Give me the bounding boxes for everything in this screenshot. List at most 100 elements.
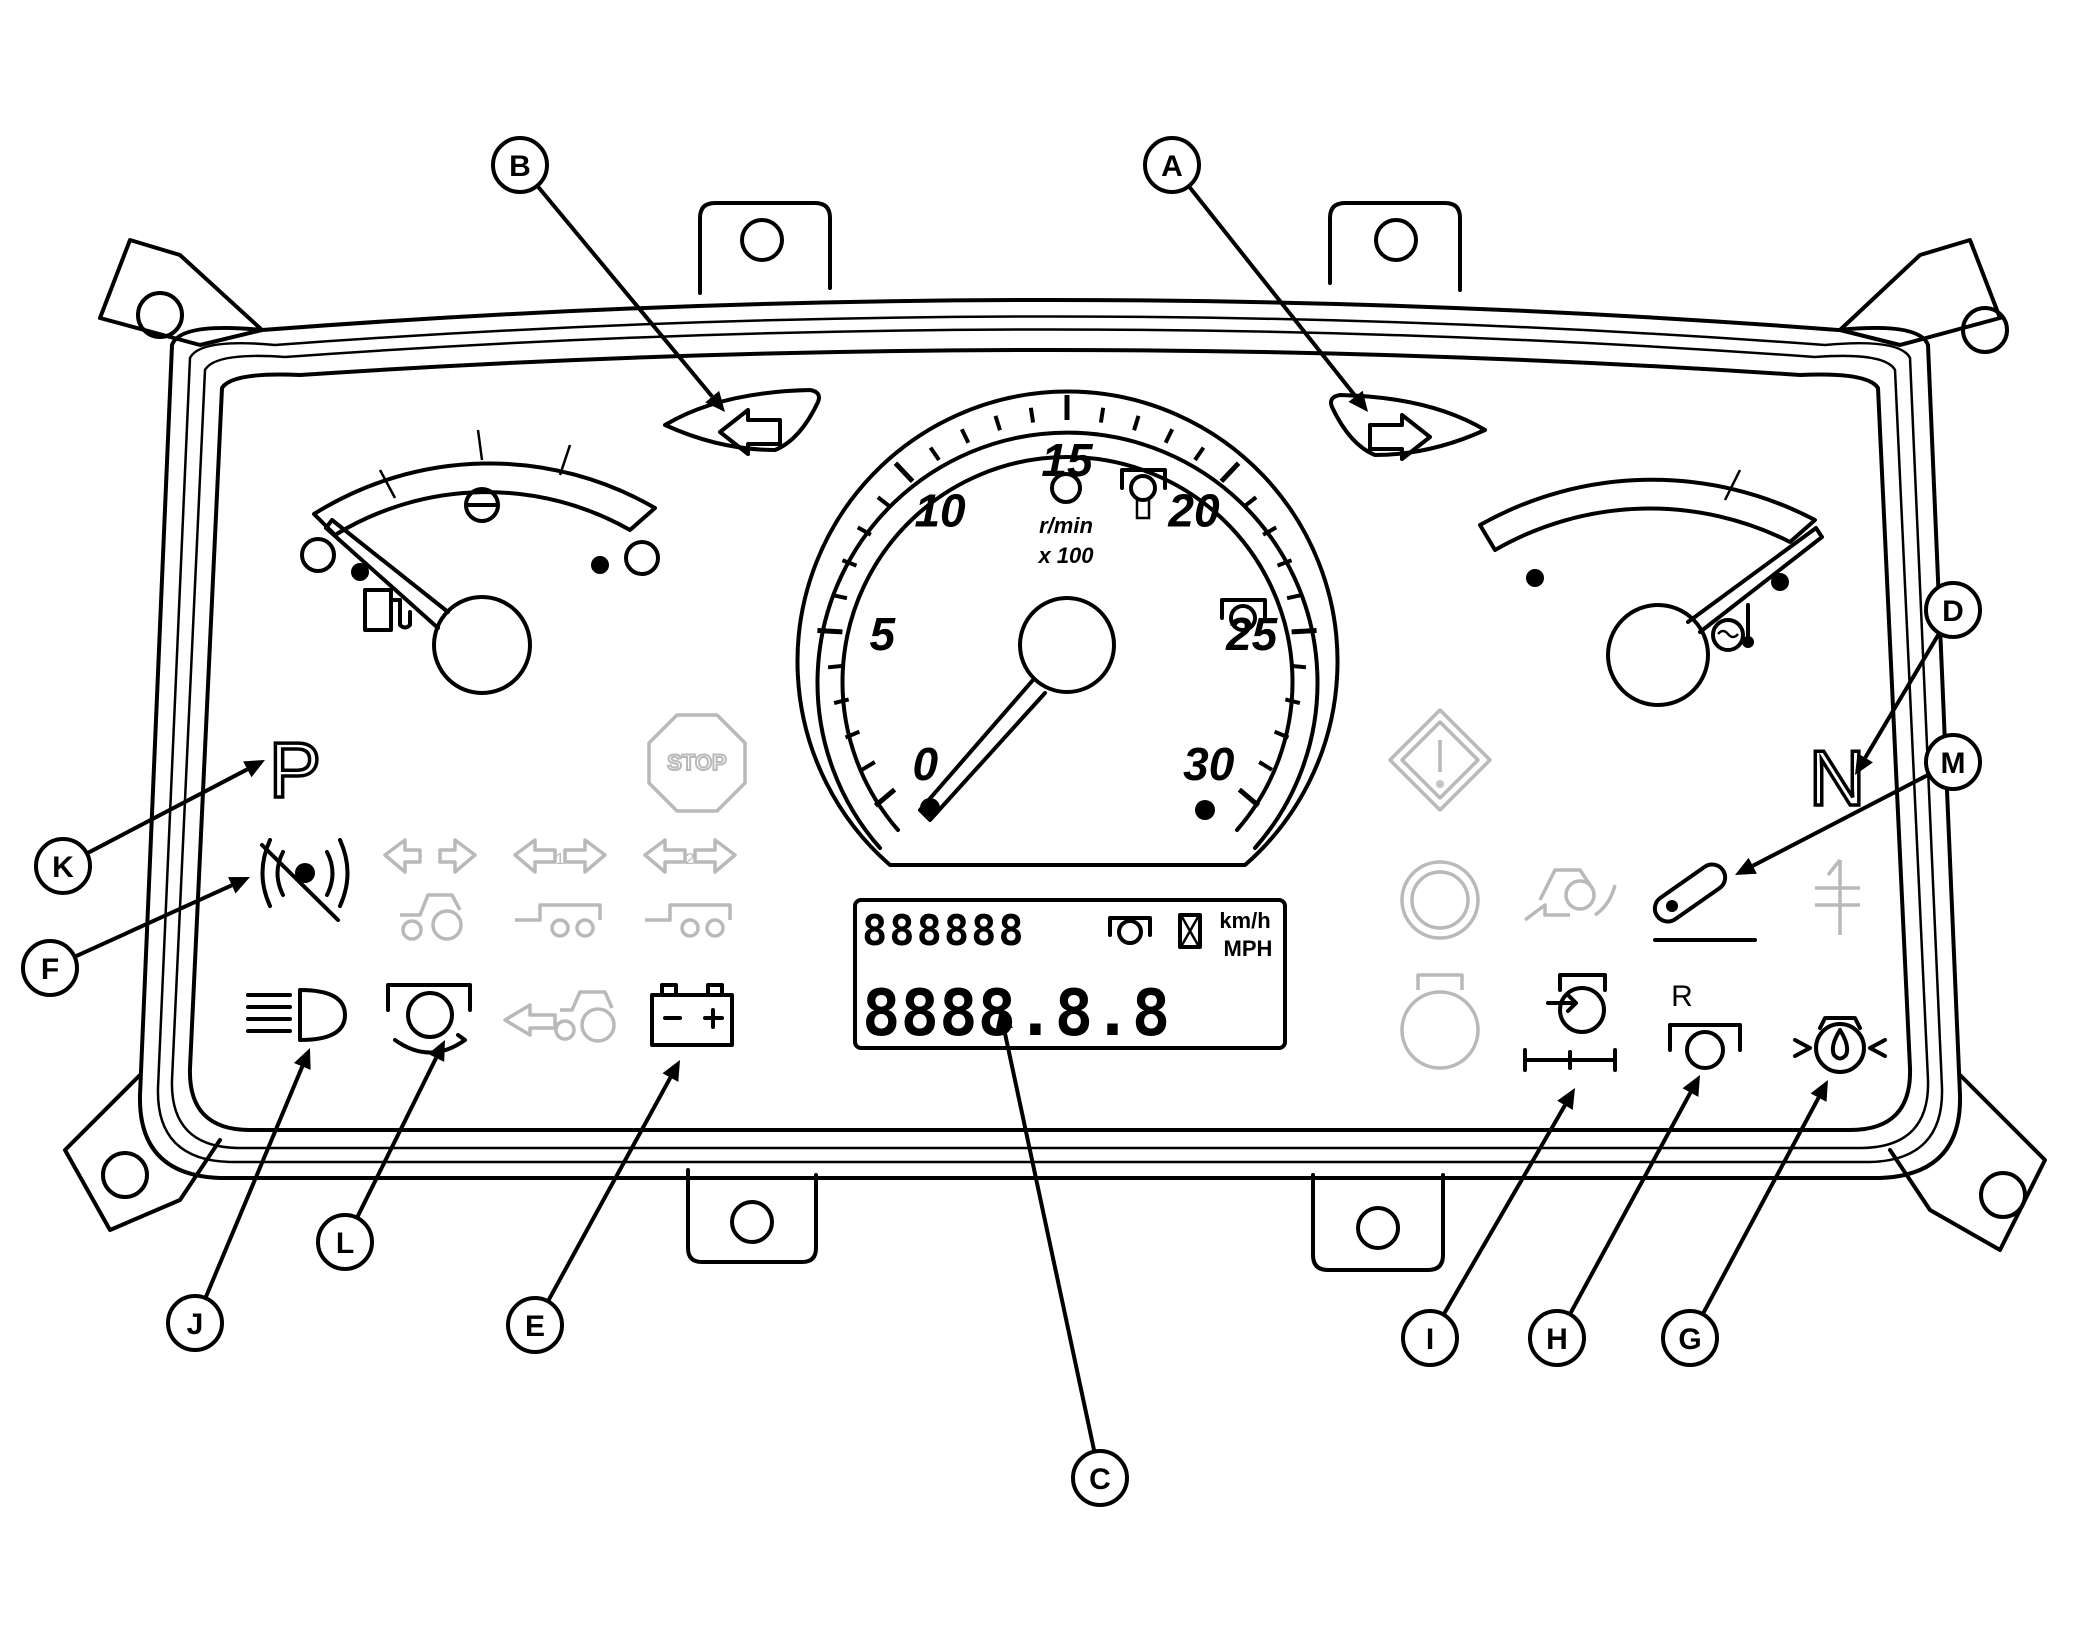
cold-dot — [1526, 569, 1544, 587]
major-tick — [817, 627, 843, 635]
trailer1-label: 1 — [556, 851, 565, 868]
full-dot — [591, 556, 609, 574]
housing-frame-3 — [170, 328, 1930, 1150]
callout-leader-line — [546, 1076, 673, 1303]
callout-b-label: B — [509, 150, 531, 183]
lcd-bottom-digits: 8888.8.8 — [862, 977, 1170, 1051]
callout-h-label: H — [1546, 1323, 1568, 1356]
front-axle-indicator — [1523, 973, 1617, 1072]
mounting-hole — [136, 291, 184, 339]
callout-leader-line — [1700, 1096, 1821, 1316]
warning-indicator — [1388, 708, 1492, 812]
minor-tick — [827, 663, 844, 670]
callout-arrowhead — [1682, 1075, 1700, 1097]
minor-tick — [1290, 663, 1307, 670]
fuel-pump-icon — [363, 588, 412, 632]
right-arrow-icon — [1368, 413, 1432, 461]
lcd-hourglass-icon — [1178, 913, 1202, 949]
tractor-turn-indicator — [383, 838, 477, 941]
callout-circle — [506, 1296, 564, 1354]
minor-tick — [1276, 558, 1293, 568]
lcd-frame — [853, 898, 1287, 1050]
housing-outer-frame — [137, 298, 1963, 1180]
callout-leader-line — [85, 767, 249, 856]
park-indicator: P — [269, 726, 321, 814]
engine-rpm-icon — [1050, 472, 1082, 504]
callout-arrowhead — [243, 760, 265, 778]
coolant-temp-icon — [1711, 603, 1754, 652]
callout-leader-line — [1751, 772, 1930, 868]
cluster-housing — [63, 201, 2047, 1272]
pto-1000-marker-icon — [1220, 598, 1267, 632]
minor-tick — [1243, 495, 1258, 509]
tractor-reverse-indicator — [503, 990, 616, 1043]
rpm-unit-label: r/min — [1039, 513, 1093, 538]
fuel-gauge-needle — [324, 518, 450, 630]
trailer2-turn-indicator: 2 — [643, 838, 737, 938]
trailer2-label: 2 — [686, 851, 695, 868]
right-turn-indicator — [1329, 393, 1487, 461]
rpm-scale-label: 15 — [1041, 434, 1094, 486]
rpm-scale-label: 5 — [870, 608, 897, 660]
callout-arrowhead — [705, 390, 725, 412]
minor-tick — [860, 760, 876, 772]
callout-leader-line — [355, 1057, 438, 1219]
callout-m-label: M — [1941, 747, 1966, 780]
minor-tick — [833, 697, 850, 706]
rear-pto-indicator — [386, 983, 472, 1055]
left-turn-indicator — [663, 388, 821, 456]
headlight-indicator — [246, 988, 347, 1042]
mounting-hole — [730, 1200, 774, 1244]
callout-arrowhead — [995, 1010, 1013, 1032]
minor-tick — [993, 415, 1002, 431]
callout-arrowhead — [1855, 753, 1873, 775]
callout-leader-line — [1568, 1091, 1693, 1316]
rpm-scale-label: 20 — [1167, 484, 1220, 536]
differential-lock-indicator — [1815, 858, 1860, 935]
major-tick — [1219, 461, 1241, 484]
mounting-hole — [1356, 1206, 1400, 1250]
callout-circle — [34, 837, 92, 895]
callout-leader-line — [535, 184, 714, 398]
minor-tick — [1132, 415, 1141, 431]
mounting-tab-top-center-left — [698, 201, 832, 295]
zero-stop-dot — [920, 798, 940, 818]
fuel-gauge — [300, 429, 660, 695]
minor-tick — [1163, 428, 1175, 444]
neutral-indicator: N — [1809, 734, 1865, 822]
callout-arrowhead — [1810, 1080, 1828, 1102]
minor-tick — [841, 558, 858, 568]
tractor-reverse-turn-indicator — [1523, 868, 1617, 922]
rpm-multiplier-label: x 100 — [1037, 543, 1094, 568]
mounting-tab-bottom-center-right — [1311, 1173, 1445, 1272]
callout-circle — [21, 939, 79, 997]
lcd-pto-icon — [1108, 916, 1152, 945]
empty-dot — [351, 563, 369, 581]
callout-arrowhead — [293, 1048, 311, 1070]
callout-arrowhead — [1348, 390, 1368, 412]
mounting-hole — [740, 218, 784, 262]
callout-circle — [1924, 733, 1982, 791]
hitch-r-label: R — [1671, 980, 1693, 1013]
mounting-hole — [1979, 1171, 2027, 1219]
seatbelt-indicator — [1652, 862, 1757, 942]
minor-tick — [928, 446, 941, 462]
callout-l-label: L — [336, 1227, 354, 1260]
callout-leader-line — [1002, 1029, 1097, 1453]
fuel-gauge-hub — [432, 595, 532, 695]
callout-d-label: D — [1942, 595, 1964, 628]
rpm-scale-label: 25 — [1225, 608, 1279, 660]
callout-circle — [491, 136, 549, 194]
hitch-rear-indicator: R — [1668, 980, 1742, 1070]
minor-tick — [844, 729, 861, 740]
major-tick — [893, 461, 915, 484]
mounting-tab-bottom-center-left — [686, 1168, 818, 1264]
stop-indicator: STOP — [647, 713, 747, 813]
transmission-indicator — [1400, 860, 1480, 940]
mounting-tab-bottom-left — [63, 1073, 222, 1232]
callout-leader-line — [73, 883, 233, 959]
minor-tick — [1262, 525, 1278, 537]
